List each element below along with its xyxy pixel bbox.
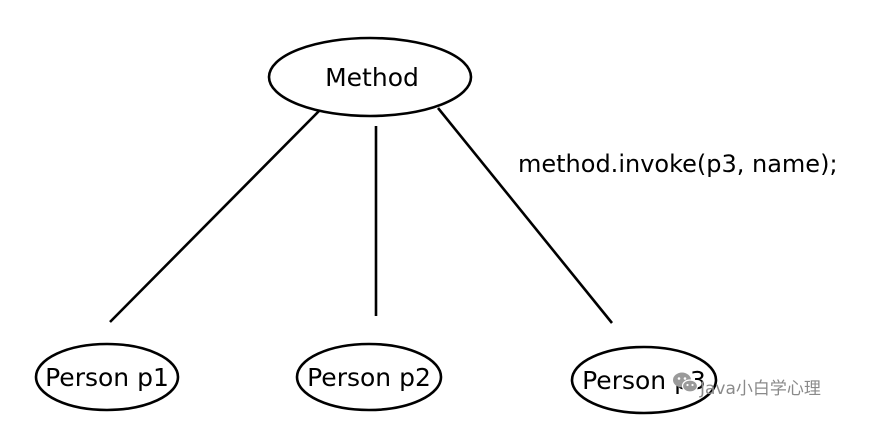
edge-method-to-p1 <box>109 109 321 323</box>
node-method: Method <box>267 36 473 118</box>
node-person-p1-label: Person p1 <box>45 363 169 392</box>
node-person-p2-ellipse <box>295 342 443 412</box>
edge-method-to-p3 <box>436 107 614 324</box>
invoke-annotation: method.invoke(p3, name); <box>518 150 838 178</box>
node-person-p1-ellipse <box>34 342 180 412</box>
node-person-p3-ellipse <box>570 345 718 415</box>
wechat-icon <box>673 372 699 393</box>
node-method-label: Method <box>325 63 419 92</box>
watermark-text: Java小白学心理 <box>699 379 821 399</box>
node-person-p1: Person p1 <box>34 342 180 412</box>
node-person-p3: Person p3 <box>570 345 718 415</box>
node-method-ellipse <box>267 36 473 118</box>
node-person-p2: Person p2 <box>295 342 443 412</box>
watermark: Java小白学心理 <box>673 372 821 399</box>
node-person-p2-label: Person p2 <box>307 363 431 392</box>
